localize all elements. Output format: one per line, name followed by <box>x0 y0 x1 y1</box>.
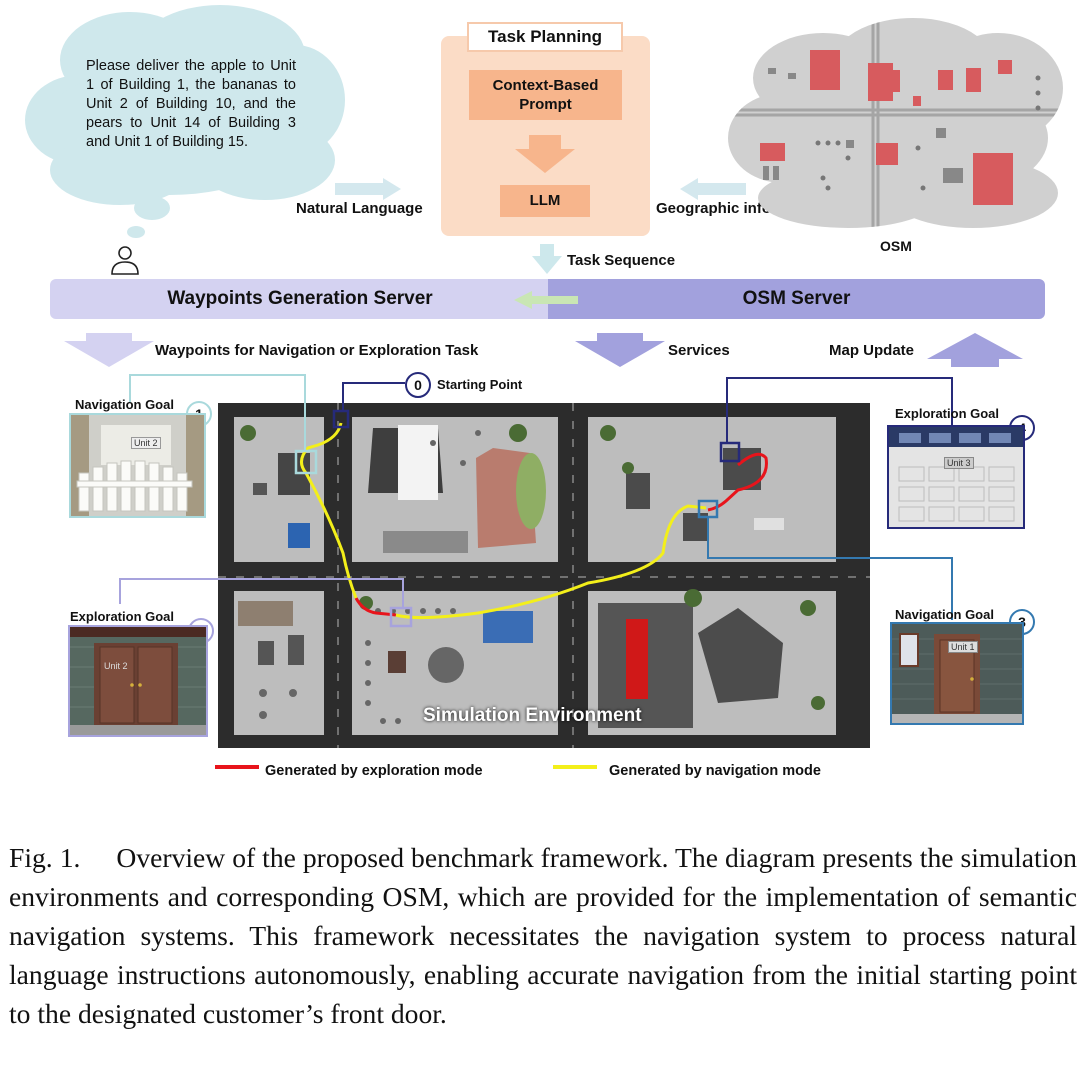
map-update-label: Map Update <box>829 342 915 359</box>
map-update-up-arrow <box>927 333 1023 367</box>
task-sequence-label: Task Sequence <box>567 252 676 269</box>
goal2-image: Unit 2 <box>68 625 208 737</box>
task-planning-title: Task Planning <box>467 22 623 52</box>
down-arrow-icon <box>515 135 575 173</box>
speech-text: Please deliver the apple to Unit 1 of Bu… <box>86 58 296 150</box>
simulation-environment: Simulation Environment <box>218 403 870 748</box>
osm-map-cloud <box>728 18 1063 228</box>
goal4-image: Unit 3 <box>887 425 1025 529</box>
services-down-arrow <box>575 333 665 367</box>
natural-language-label: Natural Language <box>296 200 423 217</box>
osm-label: OSM <box>880 238 912 254</box>
caption-text: Overview of the proposed benchmark frame… <box>9 842 1077 1029</box>
waypoints-server-label: Waypoints Generation Server <box>167 288 433 309</box>
osm-server-bar: OSM Server <box>548 279 1045 319</box>
start-label: Starting Point <box>437 377 523 392</box>
simulation-map <box>218 403 870 748</box>
user-icon <box>111 246 139 275</box>
goal2-label: Exploration Goal <box>70 609 175 624</box>
legend-navigation-label: Generated by navigation mode <box>609 763 821 779</box>
goal4-marker <box>719 441 741 463</box>
figure-label: Fig. 1. <box>9 842 81 873</box>
waypoints-task-label: Waypoints for Navigation or Exploration … <box>155 342 479 359</box>
server-link-arrow <box>514 291 578 309</box>
legend-navigation-swatch <box>553 765 597 769</box>
goal1-door-sign: Unit 2 <box>131 437 161 449</box>
context-prompt-box: Context-Based Prompt <box>469 70 622 120</box>
goal3-label: Navigation Goal <box>895 607 994 622</box>
natural-language-arrow <box>335 178 401 200</box>
exploration-path-goal2 <box>354 597 397 617</box>
osm-server-label: OSM Server <box>742 288 851 309</box>
goal4-label: Exploration Goal <box>895 406 1000 421</box>
waypoints-down-arrow <box>64 333 154 367</box>
task-sequence-arrow <box>532 244 562 274</box>
goal2-door-sign: Unit 2 <box>104 661 128 671</box>
legend-exploration-swatch <box>215 765 259 769</box>
llm-box: LLM <box>500 185 590 217</box>
goal3-door-sign: Unit 1 <box>948 641 978 653</box>
goal2-marker <box>389 606 413 628</box>
goal1-label: Navigation Goal <box>75 397 174 412</box>
speech-cloud <box>25 5 345 238</box>
simulation-label: Simulation Environment <box>423 705 642 726</box>
geographic-arrow <box>680 178 746 200</box>
goal-connectors <box>119 374 953 620</box>
goal3-image: Unit 1 <box>890 622 1024 725</box>
start-marker <box>332 409 350 429</box>
goal1-image: Unit 2 <box>69 413 206 518</box>
figure-caption: Fig. 1.Overview of the proposed benchmar… <box>9 838 1077 1033</box>
goal4-door-sign: Unit 3 <box>944 457 974 469</box>
services-label: Services <box>668 342 730 359</box>
waypoints-server-bar: Waypoints Generation Server <box>50 279 550 319</box>
legend-exploration-label: Generated by exploration mode <box>265 763 483 779</box>
navigation-path-2 <box>395 504 707 620</box>
start-number-circle: 0 <box>405 372 431 398</box>
